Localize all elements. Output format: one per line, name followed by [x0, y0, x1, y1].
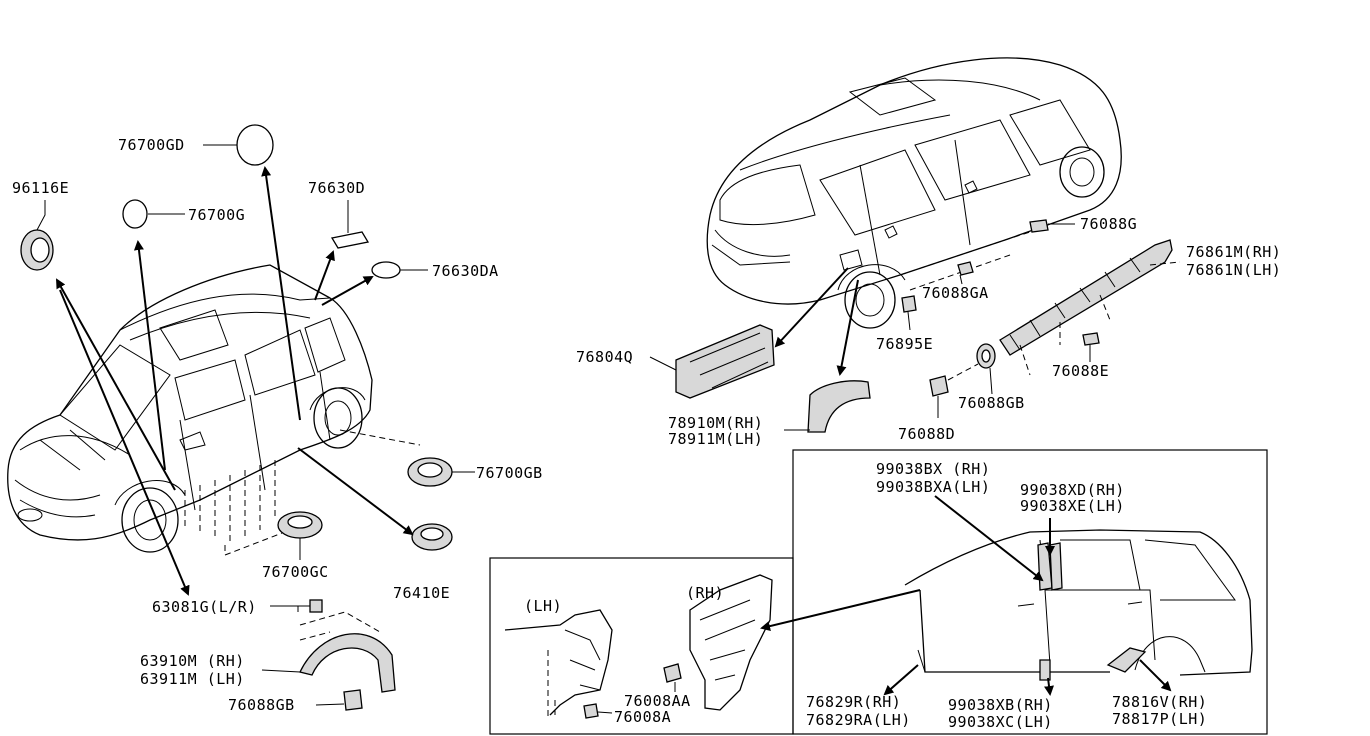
label-76861N: 76861N(LH)	[1186, 261, 1281, 279]
label-76829R: 76829R(RH)	[806, 693, 901, 711]
label-76700GD: 76700GD	[118, 136, 185, 154]
label-99038XD: 99038XD(RH)	[1020, 481, 1125, 499]
label-76088GB-right: 76088GB	[958, 394, 1025, 412]
label-63911M: 63911M (LH)	[140, 670, 245, 688]
label-76630DA: 76630DA	[432, 262, 499, 280]
label-76088E: 76088E	[1052, 362, 1109, 380]
label-76008AA: 76008AA	[624, 692, 691, 710]
left-parts	[20, 124, 453, 711]
label-76008A: 76008A	[614, 708, 671, 726]
label-inset-rh: (RH)	[686, 584, 724, 602]
label-78817P: 78817P(LH)	[1112, 710, 1207, 728]
label-76804Q: 76804Q	[576, 348, 633, 366]
label-inset-lh: (LH)	[524, 597, 562, 615]
label-99038XE: 99038XE(LH)	[1020, 497, 1125, 515]
label-99038BXA: 99038BXA(LH)	[876, 478, 990, 496]
label-78816V: 78816V(RH)	[1112, 693, 1207, 711]
left-vehicle-illustration	[7, 264, 421, 556]
inset-arrows	[760, 495, 1172, 696]
left-arrows	[56, 166, 414, 596]
label-76088GA: 76088GA	[922, 284, 989, 302]
label-99038XC: 99038XC(LH)	[948, 713, 1053, 731]
label-76410E: 76410E	[393, 584, 450, 602]
label-76895E: 76895E	[876, 335, 933, 353]
label-63910M: 63910M (RH)	[140, 652, 245, 670]
label-76700GC: 76700GC	[262, 563, 329, 581]
labels: 96116E 76700GD 76700G 76630D 76630DA 767…	[12, 136, 1281, 731]
label-76700G: 76700G	[188, 206, 245, 224]
upper-right-leaders	[649, 274, 1091, 431]
label-78910M: 78910M(RH)	[668, 414, 763, 432]
label-63081G: 63081G(L/R)	[152, 598, 257, 616]
left-leaders	[148, 144, 475, 673]
label-76700GB: 76700GB	[476, 464, 543, 482]
upper-right-arrows	[774, 267, 859, 376]
label-99038BX: 99038BX (RH)	[876, 460, 990, 478]
label-78911M: 78911M(LH)	[668, 430, 763, 448]
label-96116E: 96116E	[12, 179, 69, 197]
label-99038XB: 99038XB(RH)	[948, 696, 1053, 714]
label-76630D: 76630D	[308, 179, 365, 197]
inset-pillar-panels	[504, 574, 773, 720]
inset-boxes	[489, 449, 1268, 735]
rear-vehicle-illustration	[706, 57, 1122, 329]
upper-right-parts	[675, 219, 1181, 433]
inset-side-vehicle	[904, 529, 1253, 681]
label-76861M: 76861M(RH)	[1186, 243, 1281, 261]
label-76088GB-left: 76088GB	[228, 696, 295, 714]
label-76088G: 76088G	[1080, 215, 1137, 233]
label-76829RA: 76829RA(LH)	[806, 711, 911, 729]
label-76088D: 76088D	[898, 425, 955, 443]
